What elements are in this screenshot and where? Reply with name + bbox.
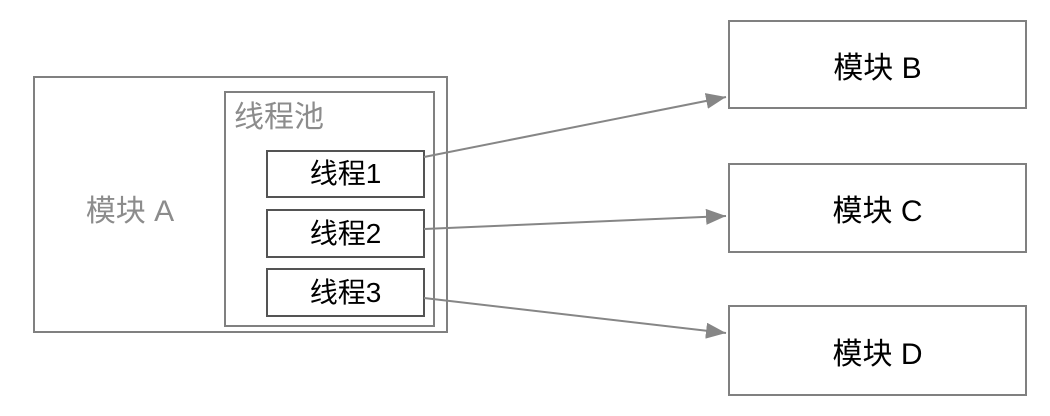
module-c-label: 模块 C [832, 195, 923, 228]
thread-box-2: 线程2 [266, 209, 425, 258]
arrow-thread3-to-module-d [423, 297, 727, 339]
module-a-box: 模块 A 线程池 线程1 线程2 线程3 [33, 76, 448, 333]
module-d-label: 模块 D [832, 337, 923, 371]
thread-box-1: 线程1 [266, 150, 425, 198]
module-b-box: 模块 B [728, 20, 1027, 109]
module-d-box: 模块 D [728, 305, 1027, 396]
module-a-label: 模块 A [85, 195, 175, 228]
thread-pool-label: 线程池 [234, 101, 324, 134]
thread-box-3: 线程3 [266, 268, 425, 317]
module-c-box: 模块 C [728, 163, 1027, 253]
module-b-label: 模块 B [833, 51, 922, 85]
arrow-thread1-to-module-b [423, 93, 727, 158]
arrow-thread2-to-module-c [423, 208, 727, 230]
thread-pool-box: 线程池 线程1 线程2 线程3 [224, 91, 435, 327]
